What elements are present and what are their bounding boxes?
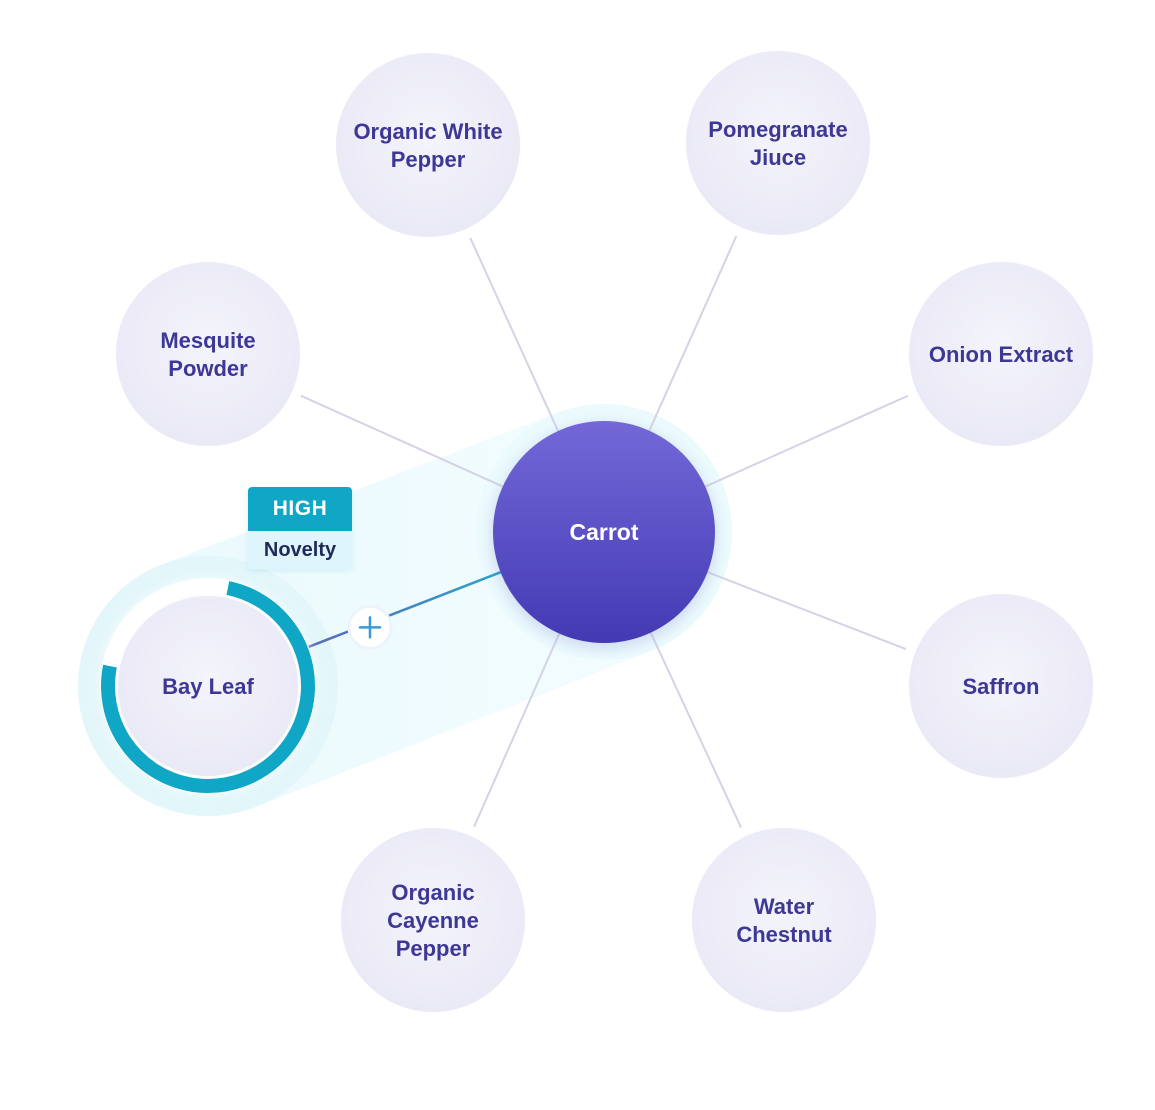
node-label: Bay Leaf: [162, 674, 254, 699]
edges: [295, 235, 909, 828]
node-label: Mesquite: [160, 328, 255, 353]
node-label: Saffron: [963, 674, 1040, 699]
edge-pomegranate-jiuce: [645, 235, 738, 437]
node-label: Powder: [168, 356, 248, 381]
edge-mesquite-powder: [300, 394, 509, 490]
center-circle: [493, 421, 715, 643]
edge-bay-leaf: [295, 568, 507, 654]
node-label: Pepper: [396, 936, 471, 961]
novelty-badge: HIGH Novelty: [248, 487, 352, 569]
node-label: Pepper: [391, 147, 466, 172]
node-label: Cayenne: [387, 908, 479, 933]
node-bay-leaf[interactable]: Bay Leaf: [100, 578, 316, 794]
node-onion-extract[interactable]: Onion Extract: [909, 262, 1093, 446]
center-node[interactable]: Carrot: [491, 421, 717, 649]
edge-onion-extract: [699, 394, 909, 490]
novelty-level: HIGH: [248, 487, 352, 531]
node-label: Jiuce: [750, 145, 806, 170]
node-label: Pomegranate: [708, 117, 847, 142]
novelty-label: Novelty: [248, 531, 352, 569]
node-label: Organic: [391, 880, 474, 905]
edge-organic-white-pepper: [469, 237, 562, 437]
edge-saffron: [701, 569, 907, 651]
node-label: Onion Extract: [929, 342, 1074, 367]
node-saffron[interactable]: Saffron: [909, 594, 1093, 778]
center-label: Carrot: [569, 519, 638, 545]
edge-organic-cayenne-pepper: [473, 627, 563, 828]
node-label: Water: [754, 894, 815, 919]
edge-water-chestnut: [647, 626, 742, 828]
plus-icon[interactable]: [347, 604, 393, 650]
score-ring: [101, 581, 315, 793]
node-label: Chestnut: [736, 922, 832, 947]
node-label: Organic White: [353, 119, 502, 144]
